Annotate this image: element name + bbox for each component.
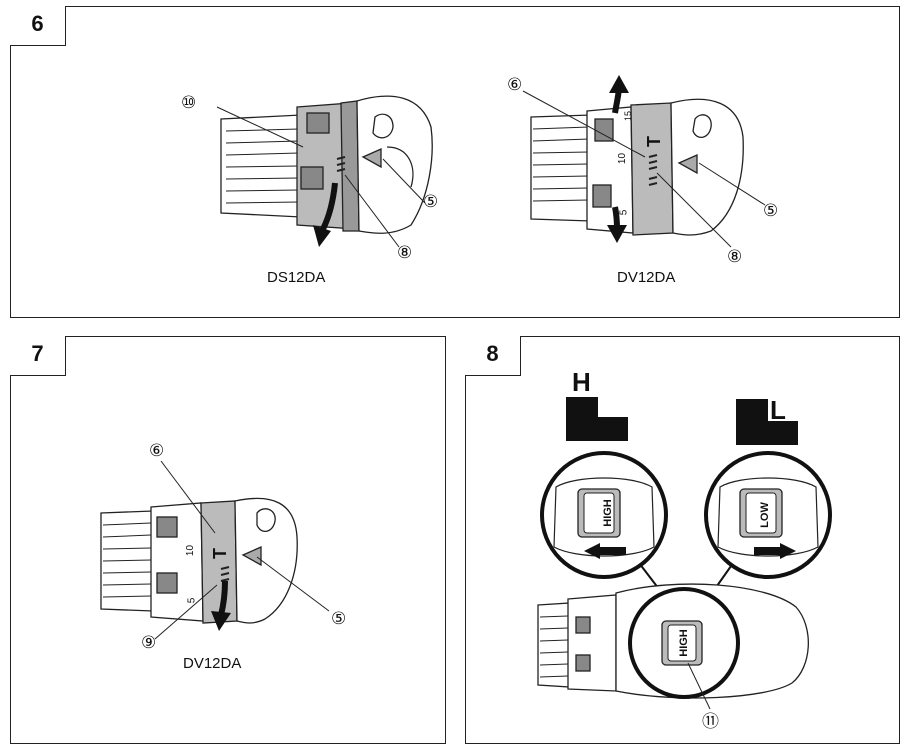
- callout-5-fig7: ⑤: [331, 609, 347, 629]
- low-label: L: [770, 395, 786, 425]
- dv12da-scale-10: 10: [617, 152, 629, 165]
- high-gear-symbol: [566, 397, 628, 441]
- figure-6-number: 6: [10, 6, 66, 46]
- callout-6-fig7: ⑥: [149, 441, 165, 461]
- dv12da-torque-symbol: T: [644, 136, 664, 147]
- callout-5-dv: ⑤: [763, 201, 779, 221]
- callout-10: ⑩: [181, 93, 197, 113]
- figure-7-drawing: [100, 460, 330, 640]
- figure-8-drawing: [537, 397, 832, 710]
- caption-ds12da: DS12DA: [267, 269, 326, 286]
- ds12da-drill-illustration: [220, 95, 433, 234]
- fig7-scale-10: 10: [185, 544, 197, 557]
- callout-5-ds: ⑤: [423, 192, 439, 212]
- dv12da-scale-5: 5: [618, 209, 630, 216]
- figure-8-panel: 8 H L: [465, 336, 900, 744]
- switch-detail-circle: [628, 587, 740, 699]
- low-detail-circle: [704, 451, 832, 579]
- dv12da-drill-illustration: [530, 98, 744, 236]
- figure-8-number: 8: [465, 336, 521, 376]
- high-label: H: [572, 367, 591, 397]
- figure-7-number: 7: [10, 336, 66, 376]
- fig7-scale-5: 5: [186, 597, 198, 604]
- dv12da-scale-15: 15: [623, 110, 634, 122]
- callout-8-dv: ⑧: [727, 247, 743, 267]
- callout-9-fig7: ⑨: [141, 633, 157, 653]
- figure-6-panel: 6: [10, 6, 900, 318]
- fig7-drill-illustration: [100, 497, 298, 624]
- ds12da-rotation-arrow: [320, 182, 338, 231]
- callout-6-dv: ⑥: [507, 75, 523, 95]
- switch-low-text: LOW: [758, 502, 771, 528]
- switch-high-text-bottom: HIGH: [677, 629, 690, 657]
- fig7-torque-symbol: T: [210, 548, 230, 559]
- high-detail-circle: [540, 451, 668, 579]
- figure-6-drawing: [216, 75, 766, 248]
- callout-8-ds: ⑧: [397, 243, 413, 263]
- caption-fig7-dv12da: DV12DA: [183, 655, 242, 672]
- low-gear-symbol: [736, 399, 798, 445]
- callout-11-fig8: ⑪: [702, 712, 719, 732]
- caption-dv12da: DV12DA: [617, 269, 676, 286]
- figure-7-panel: 7 T 10 5 ⑥ ⑨ ⑤: [10, 336, 446, 744]
- switch-high-text: HIGH: [601, 499, 614, 527]
- fig8-drill-illustration: [537, 583, 809, 699]
